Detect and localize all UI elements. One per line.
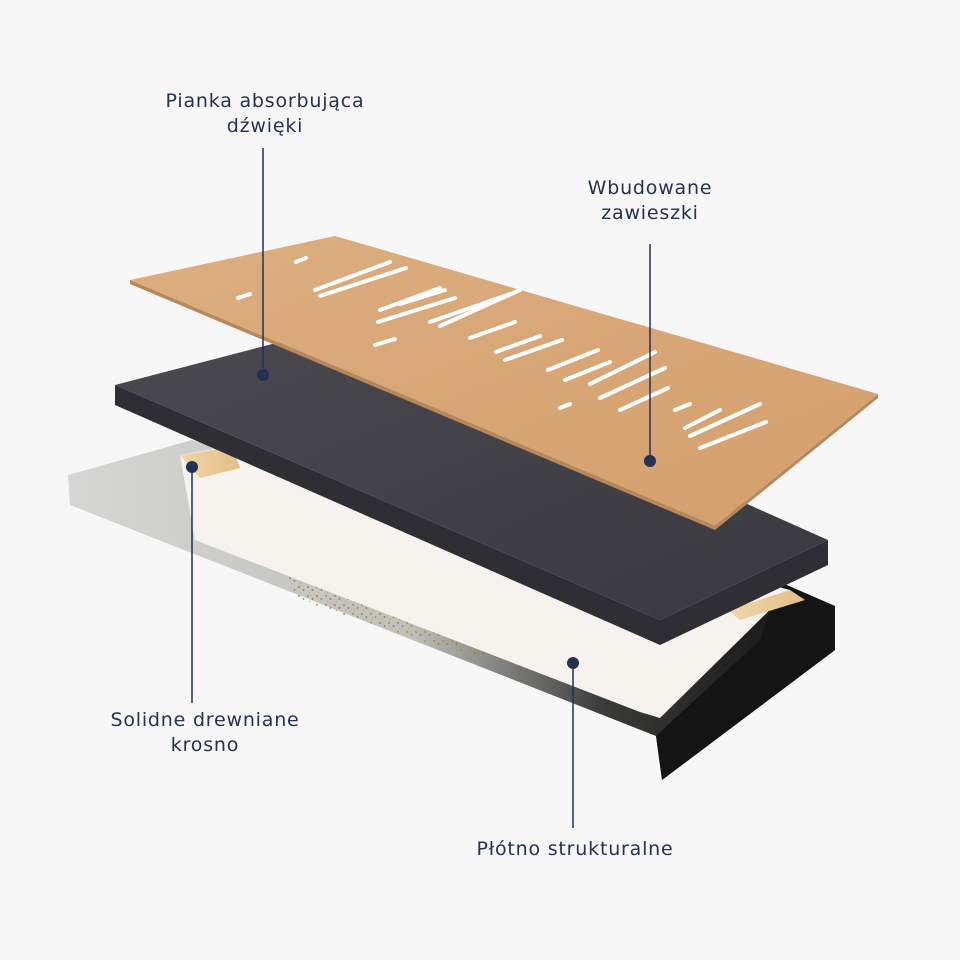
board-slots	[236, 256, 768, 450]
leader-frame	[186, 461, 198, 703]
foam-label-line1: Pianka absorbująca	[165, 90, 365, 112]
hangers-label-line1: Wbudowane	[587, 177, 713, 199]
foam-label-line2: dźwięki	[226, 115, 304, 137]
leader-dot	[644, 455, 656, 467]
canvas-label-line1: Płótno strukturalne	[476, 838, 674, 860]
frame-label-line2: krosno	[170, 734, 240, 756]
foam-layer	[115, 325, 828, 645]
leader-dot	[257, 369, 269, 381]
hangers-label: Wbudowane zawieszki	[560, 176, 740, 226]
canvas-print-area	[180, 445, 790, 718]
board-top	[130, 236, 878, 526]
foam-top	[115, 325, 828, 620]
board-layer	[130, 236, 878, 530]
foam-label: Pianka absorbująca dźwięki	[130, 89, 400, 139]
leader-hangers	[644, 244, 656, 467]
leader-canvas	[567, 657, 579, 828]
wooden-frame-bar	[728, 590, 805, 620]
frame-label: Solidne drewniane krosno	[90, 708, 320, 758]
frame-label-line1: Solidne drewniane	[110, 709, 300, 731]
canvas-layer	[68, 440, 835, 780]
canvas-black-edge	[656, 582, 835, 780]
hangers-label-line2: zawieszki	[601, 202, 699, 224]
leader-dot	[567, 657, 579, 669]
leader-dot	[186, 461, 198, 473]
leader-foam	[257, 148, 269, 381]
canvas-label: Płótno strukturalne	[440, 837, 710, 862]
